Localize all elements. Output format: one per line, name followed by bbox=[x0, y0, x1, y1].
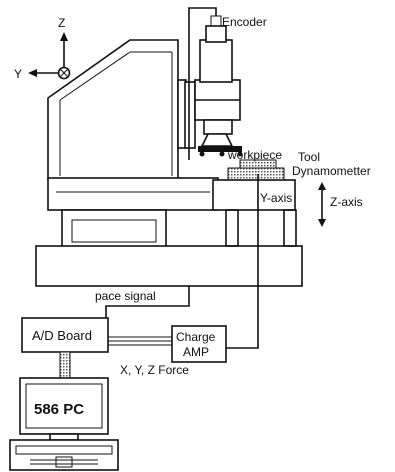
ad-pc-connector bbox=[59, 351, 71, 379]
pc-monitor: 586 PC bbox=[19, 377, 109, 441]
encoder-label: Encoder bbox=[222, 15, 267, 29]
pace-signal-cable bbox=[105, 286, 190, 318]
charge-amp: Charge AMP bbox=[171, 325, 227, 363]
y-axis-letter: Y bbox=[14, 67, 22, 81]
z-axis-letter: Z bbox=[58, 16, 65, 30]
encoder-cable: Encoder bbox=[188, 7, 267, 160]
y-axis-label: Y-axis bbox=[260, 191, 292, 205]
tool-label: Tool bbox=[298, 150, 320, 164]
ad-board-label: A/D Board bbox=[32, 328, 92, 343]
z-axis-arrow bbox=[318, 182, 326, 227]
machine-column bbox=[47, 39, 187, 181]
ad-board: A/D Board bbox=[21, 317, 109, 353]
force-signal-cable bbox=[226, 174, 259, 349]
charge-amp-label-2: AMP bbox=[183, 345, 209, 359]
machine-table bbox=[35, 177, 303, 287]
charge-amp-label-1: Charge bbox=[176, 330, 216, 344]
dynamometer-assembly bbox=[212, 159, 297, 247]
pace-signal-label: pace signal bbox=[95, 289, 156, 303]
dynamometer-label: Dynamometter bbox=[292, 164, 371, 178]
workpiece-label: workpiece bbox=[227, 148, 282, 162]
pc-label: 586 PC bbox=[34, 401, 84, 418]
pc-base-unit bbox=[9, 439, 119, 471]
force-signal-bus bbox=[108, 336, 172, 346]
z-axis-label: Z-axis bbox=[330, 195, 363, 209]
spindle-head bbox=[184, 15, 243, 157]
force-label: X, Y, Z Force bbox=[120, 363, 189, 377]
